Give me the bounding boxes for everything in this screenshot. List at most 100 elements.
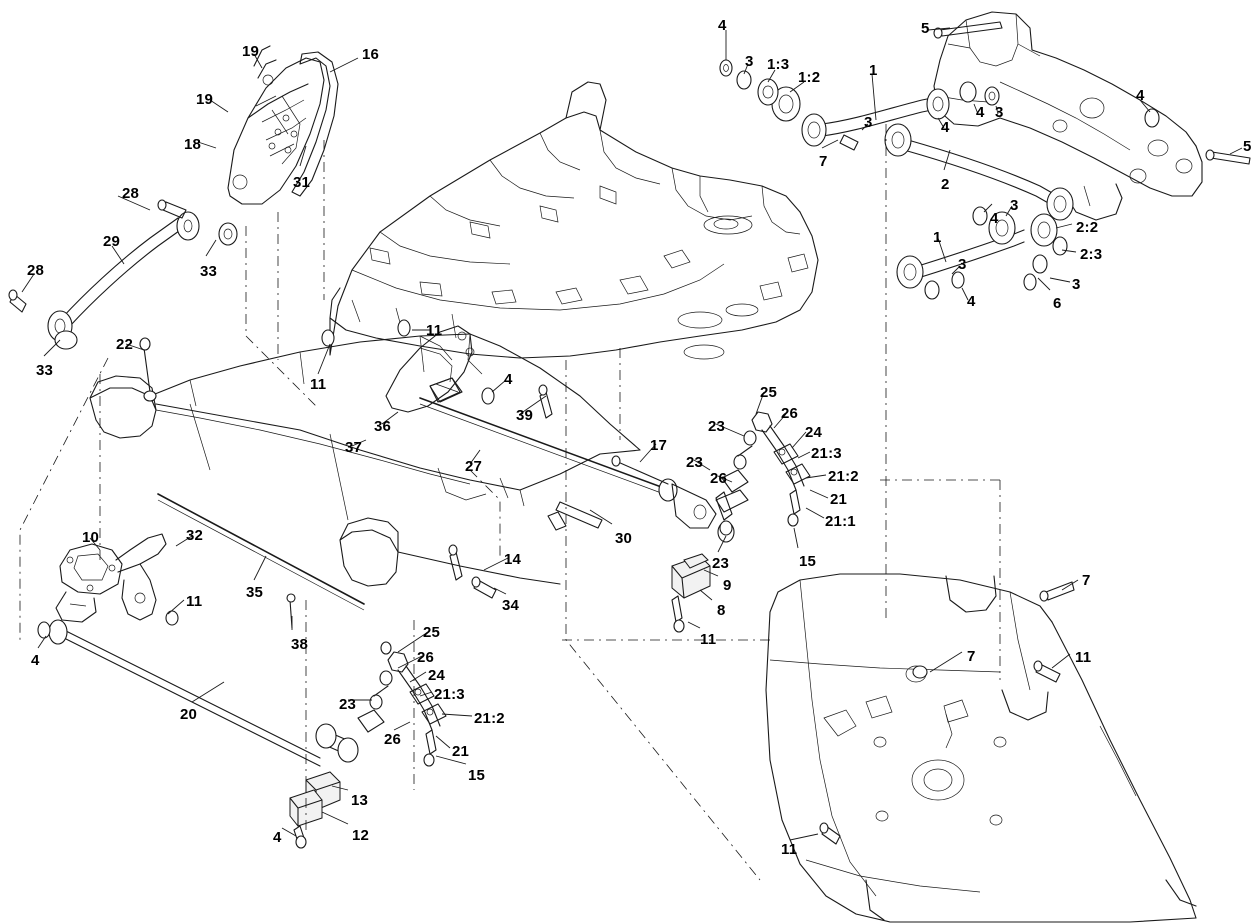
callout-1: 1 [869, 62, 878, 79]
callout-11e: 11 [1075, 649, 1092, 666]
callout-21a: 21 [830, 491, 848, 508]
callout-28: 28 [122, 185, 140, 202]
callout-26c: 26 [417, 649, 435, 666]
callout-10: 10 [82, 529, 100, 546]
callout-4i: 4 [273, 829, 282, 846]
callout-26d: 26 [384, 731, 402, 748]
callout-4e: 4 [990, 210, 999, 227]
callout-4f: 4 [967, 293, 976, 310]
callout-1b: 1 [933, 229, 942, 246]
callout-23d: 23 [339, 696, 357, 713]
callout-19: 19 [242, 43, 260, 60]
callout-1-3: 1:3 [767, 56, 790, 73]
callout-21-2a: 21:2 [828, 468, 859, 485]
callout-28b: 28 [27, 262, 45, 279]
callout-23b: 23 [686, 454, 704, 471]
callout-4h: 4 [31, 652, 40, 669]
callout-1-2: 1:2 [798, 69, 821, 86]
callout-4d: 4 [941, 119, 950, 136]
callout-13: 13 [351, 792, 369, 809]
pedal-bracket-assembly [227, 45, 339, 205]
callout-7c: 7 [967, 648, 976, 665]
callout-26a: 26 [781, 405, 799, 422]
callout-9: 9 [723, 577, 732, 594]
callout-15a: 15 [799, 553, 817, 570]
callout-8: 8 [717, 602, 726, 619]
callout-16: 16 [362, 46, 380, 63]
callout-21-3a: 21:3 [811, 445, 842, 462]
callout-11f: 11 [781, 841, 798, 858]
callout-31: 31 [293, 174, 311, 191]
callout-11c: 11 [186, 593, 203, 610]
callout-37: 37 [345, 439, 363, 456]
callout-11d: 11 [700, 631, 717, 648]
callout-20: 20 [180, 706, 198, 723]
leader-lines [21, 27, 1243, 841]
turnbuckle-assembly-lower [357, 641, 447, 767]
callout-5: 5 [921, 20, 930, 37]
left-mount-bracket [55, 533, 179, 626]
callout-2: 2 [941, 176, 950, 193]
callout-4g: 4 [504, 371, 513, 388]
left-lower-shaft [37, 493, 365, 767]
callout-14: 14 [504, 551, 522, 568]
callout-21b: 21 [452, 743, 470, 760]
callout-15b: 15 [468, 767, 486, 784]
callout-25b: 25 [423, 624, 441, 641]
callout-38: 38 [291, 636, 309, 653]
callout-3d: 3 [1010, 197, 1019, 214]
tractor-frame-outline [329, 81, 819, 360]
rear-frame-carrier [933, 11, 1203, 221]
callout-23a: 23 [708, 418, 726, 435]
spring-rod-assembly [8, 199, 238, 350]
callout-4b: 4 [1136, 87, 1145, 104]
callout-4c: 4 [976, 104, 985, 121]
callout-30: 30 [615, 530, 633, 547]
callout-24a: 24 [805, 424, 823, 441]
callout-21-1a: 21:1 [825, 513, 856, 530]
callout-5b: 5 [1243, 138, 1252, 155]
callout-18: 18 [184, 136, 202, 153]
callout-4: 4 [718, 17, 727, 34]
callout-11b: 11 [310, 376, 327, 393]
callout-35: 35 [246, 584, 264, 601]
callout-3e: 3 [958, 256, 967, 273]
callout-6: 6 [1053, 295, 1062, 312]
callout-11a: 11 [426, 322, 443, 339]
callout-22: 22 [116, 336, 134, 353]
projection-lines [19, 124, 1001, 881]
callout-3: 3 [745, 53, 754, 70]
callout-21-3b: 21:3 [434, 686, 465, 703]
clamp-block-upper [671, 553, 711, 633]
turnbuckle-assembly-upper [715, 411, 811, 536]
callout-32: 32 [186, 527, 204, 544]
callout-29: 29 [103, 233, 121, 250]
callout-33: 33 [200, 263, 218, 280]
center-pedal-assembly [321, 319, 553, 599]
lower-deck-frame [89, 333, 641, 587]
callout-19b: 19 [196, 91, 214, 108]
callout-34: 34 [502, 597, 520, 614]
upper-link-rods [719, 21, 1251, 300]
callout-23c: 23 [712, 555, 730, 572]
callout-2-2: 2:2 [1076, 219, 1099, 236]
mower-deck [765, 573, 1197, 923]
callout-12: 12 [352, 827, 370, 844]
callout-25: 25 [760, 384, 778, 401]
callout-17: 17 [650, 437, 668, 454]
callout-7: 7 [819, 153, 828, 170]
fasteners [139, 337, 1075, 845]
callout-3c: 3 [864, 114, 873, 131]
callout-36: 36 [374, 418, 392, 435]
callout-27: 27 [465, 458, 483, 475]
callout-24b: 24 [428, 667, 446, 684]
callout-7b: 7 [1082, 572, 1091, 589]
callout-26b: 26 [710, 470, 728, 487]
callout-3f: 3 [1072, 276, 1081, 293]
callout-39: 39 [516, 407, 534, 424]
callout-21-2b: 21:2 [474, 710, 505, 727]
callout-3b: 3 [995, 104, 1004, 121]
callout-33b: 33 [36, 362, 54, 379]
